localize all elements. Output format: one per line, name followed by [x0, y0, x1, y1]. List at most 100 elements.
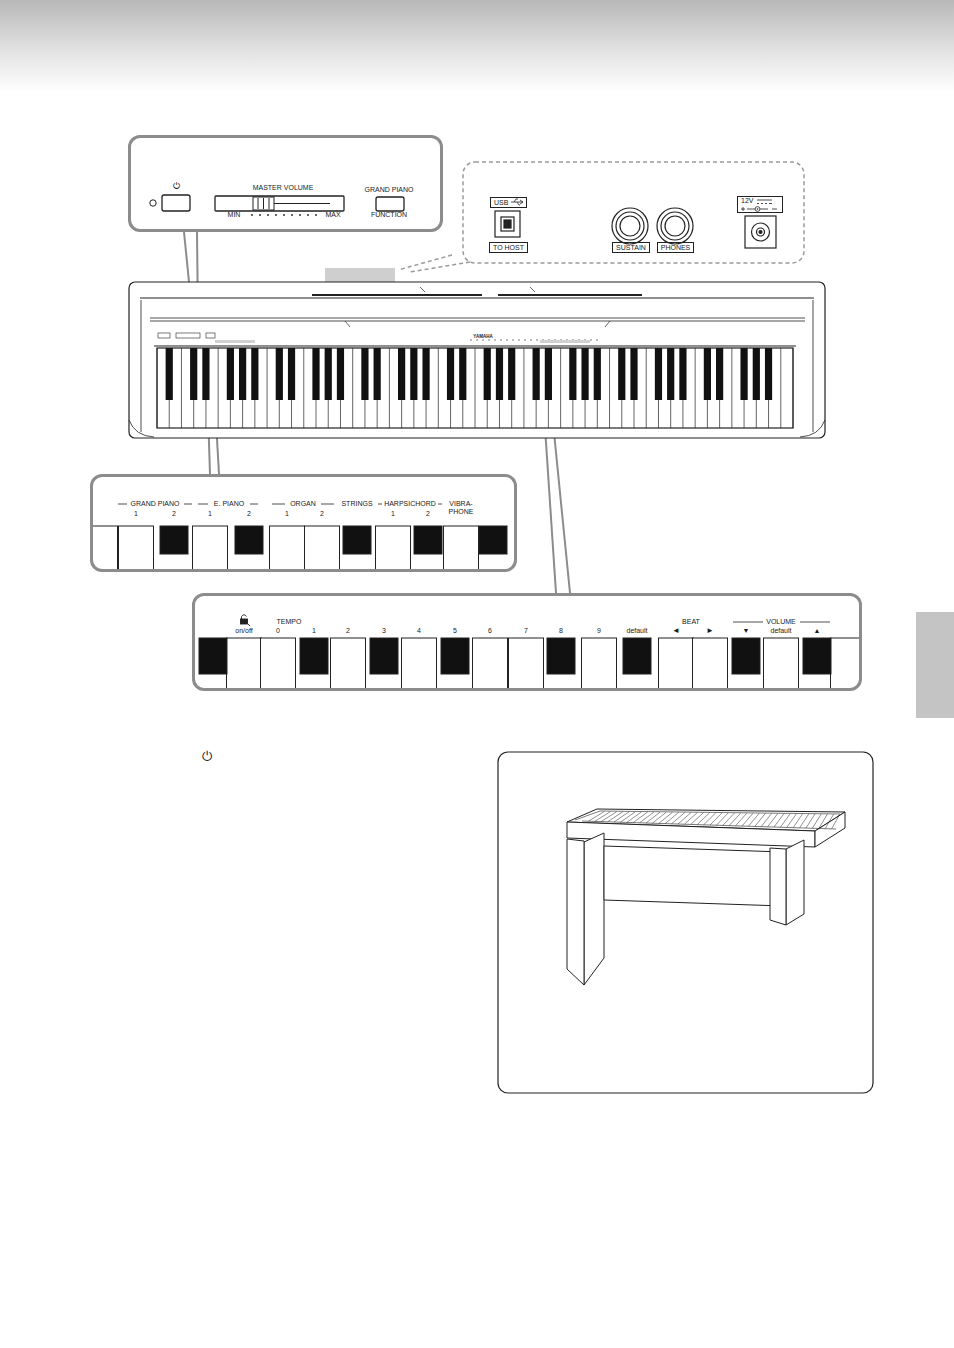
black-key: [618, 348, 625, 400]
label-text: BEAT: [682, 618, 700, 626]
label-dashes: [438, 504, 442, 505]
power-controls: [150, 195, 404, 211]
label-text: USB: [494, 199, 508, 207]
black-key: [325, 348, 332, 400]
label-dashes: [198, 504, 208, 505]
metronome-keys: [199, 638, 859, 688]
volume-dots: [259, 214, 261, 216]
stand-key: [729, 813, 740, 825]
rear-connectors: [661, 212, 689, 240]
stand-key: [652, 812, 666, 823]
white-key: [389, 348, 390, 428]
label-text: 3: [382, 627, 386, 635]
black-key: [343, 526, 371, 554]
label-text: 1: [285, 510, 289, 518]
black-key: [496, 348, 503, 400]
voice-keys-callout: GRAND PIANO12E. PIANO12ORGAN12STRINGSHAR…: [90, 474, 517, 572]
white-key: [731, 348, 732, 428]
stand-box: [584, 833, 604, 985]
label-text: 2: [426, 510, 430, 518]
stand-box: [575, 811, 840, 829]
rear-connectors: [616, 212, 644, 240]
volume-dots: [291, 214, 293, 216]
label-text: 2: [247, 510, 251, 518]
white-key: [270, 526, 305, 569]
volume-dots: [275, 214, 277, 216]
power-controls: [376, 197, 404, 211]
label-text: MAX: [325, 211, 340, 219]
black-key: [655, 348, 662, 400]
rear-connectors: [501, 217, 514, 231]
stand-key: [761, 813, 771, 826]
black-key: [288, 348, 295, 400]
label-text: default: [770, 627, 791, 635]
black-key: [716, 348, 723, 400]
black-key: [569, 348, 576, 400]
black-key: [235, 526, 263, 554]
label-dashes: [118, 504, 127, 505]
rear-connectors: [657, 208, 693, 244]
volume-dots: [315, 214, 317, 216]
piano-body: [345, 287, 610, 327]
side-tab: [916, 612, 954, 718]
stand-key: [672, 812, 685, 823]
label-text: ◄: [672, 627, 680, 636]
black-key: [753, 348, 760, 400]
piano-body: [325, 268, 395, 282]
black-key: [484, 348, 491, 400]
header-band: [0, 0, 954, 92]
volume-dots: [299, 214, 301, 216]
label-text: MIN: [228, 211, 241, 219]
white-key: [376, 526, 411, 569]
stand-key: [748, 813, 759, 826]
label-text: GRAND PIANO: [130, 500, 179, 508]
black-key: [199, 638, 227, 674]
label-text: default: [626, 627, 647, 635]
black-key: [459, 348, 466, 400]
black-key: [276, 348, 283, 400]
label-text: ORGAN: [290, 500, 316, 508]
stand-key: [819, 814, 828, 828]
volume-dots: [251, 214, 253, 216]
label-text: 2: [172, 510, 176, 518]
label-text: 12V: [741, 197, 753, 205]
power-controls: [215, 196, 344, 211]
label-text: HARPSICHORD: [384, 500, 436, 508]
white-key: [695, 348, 696, 428]
label-text: MASTER VOLUME: [253, 184, 314, 192]
black-key: [166, 348, 173, 400]
black-key: [398, 348, 405, 400]
stand-key: [832, 814, 840, 829]
stand-key: [659, 812, 673, 823]
piano-body: [176, 333, 200, 338]
black-key: [312, 348, 319, 400]
black-key: [545, 348, 552, 400]
stand-key: [633, 812, 647, 823]
white-key: [331, 638, 366, 688]
metronome-keys: [199, 638, 859, 688]
white-key: [438, 348, 439, 428]
keyboard-keys: [157, 348, 793, 428]
black-key: [630, 348, 637, 400]
label-text: on/off: [235, 627, 252, 635]
label-text: STRINGS: [341, 500, 372, 508]
dashed-leader: [410, 262, 470, 272]
voice-keys: [93, 526, 507, 569]
white-key: [261, 638, 296, 688]
power-controls: [263, 198, 264, 209]
rear-connectors: [759, 231, 762, 234]
white-key: [352, 348, 353, 428]
white-key: [193, 526, 228, 569]
power-controls: [269, 198, 270, 209]
stand-key: [640, 812, 654, 823]
stand-box: [498, 752, 873, 1093]
white-key: [780, 348, 781, 428]
label-text: FUNCTION: [371, 211, 407, 219]
white-key: [93, 526, 118, 569]
rear-connectors: [495, 211, 520, 237]
label-text: ⏻: [173, 182, 180, 192]
black-key: [581, 348, 588, 400]
power-symbol: ⏻: [202, 749, 212, 765]
rear-connectors: [755, 207, 760, 212]
white-key: [793, 348, 794, 428]
